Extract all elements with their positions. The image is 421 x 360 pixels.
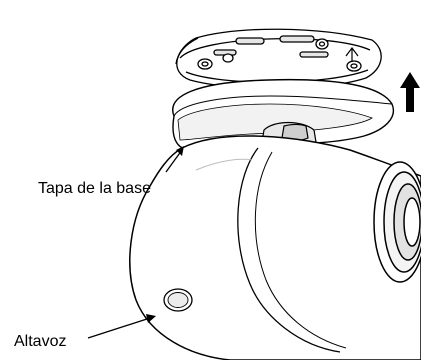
callout-speaker: Altavoz — [14, 314, 156, 350]
base-cover-label: Tapa de la base — [38, 180, 151, 197]
up-arrow-icon — [400, 72, 420, 112]
speaker-label: Altavoz — [14, 333, 66, 350]
camera-body — [130, 136, 421, 360]
speaker — [164, 289, 192, 311]
